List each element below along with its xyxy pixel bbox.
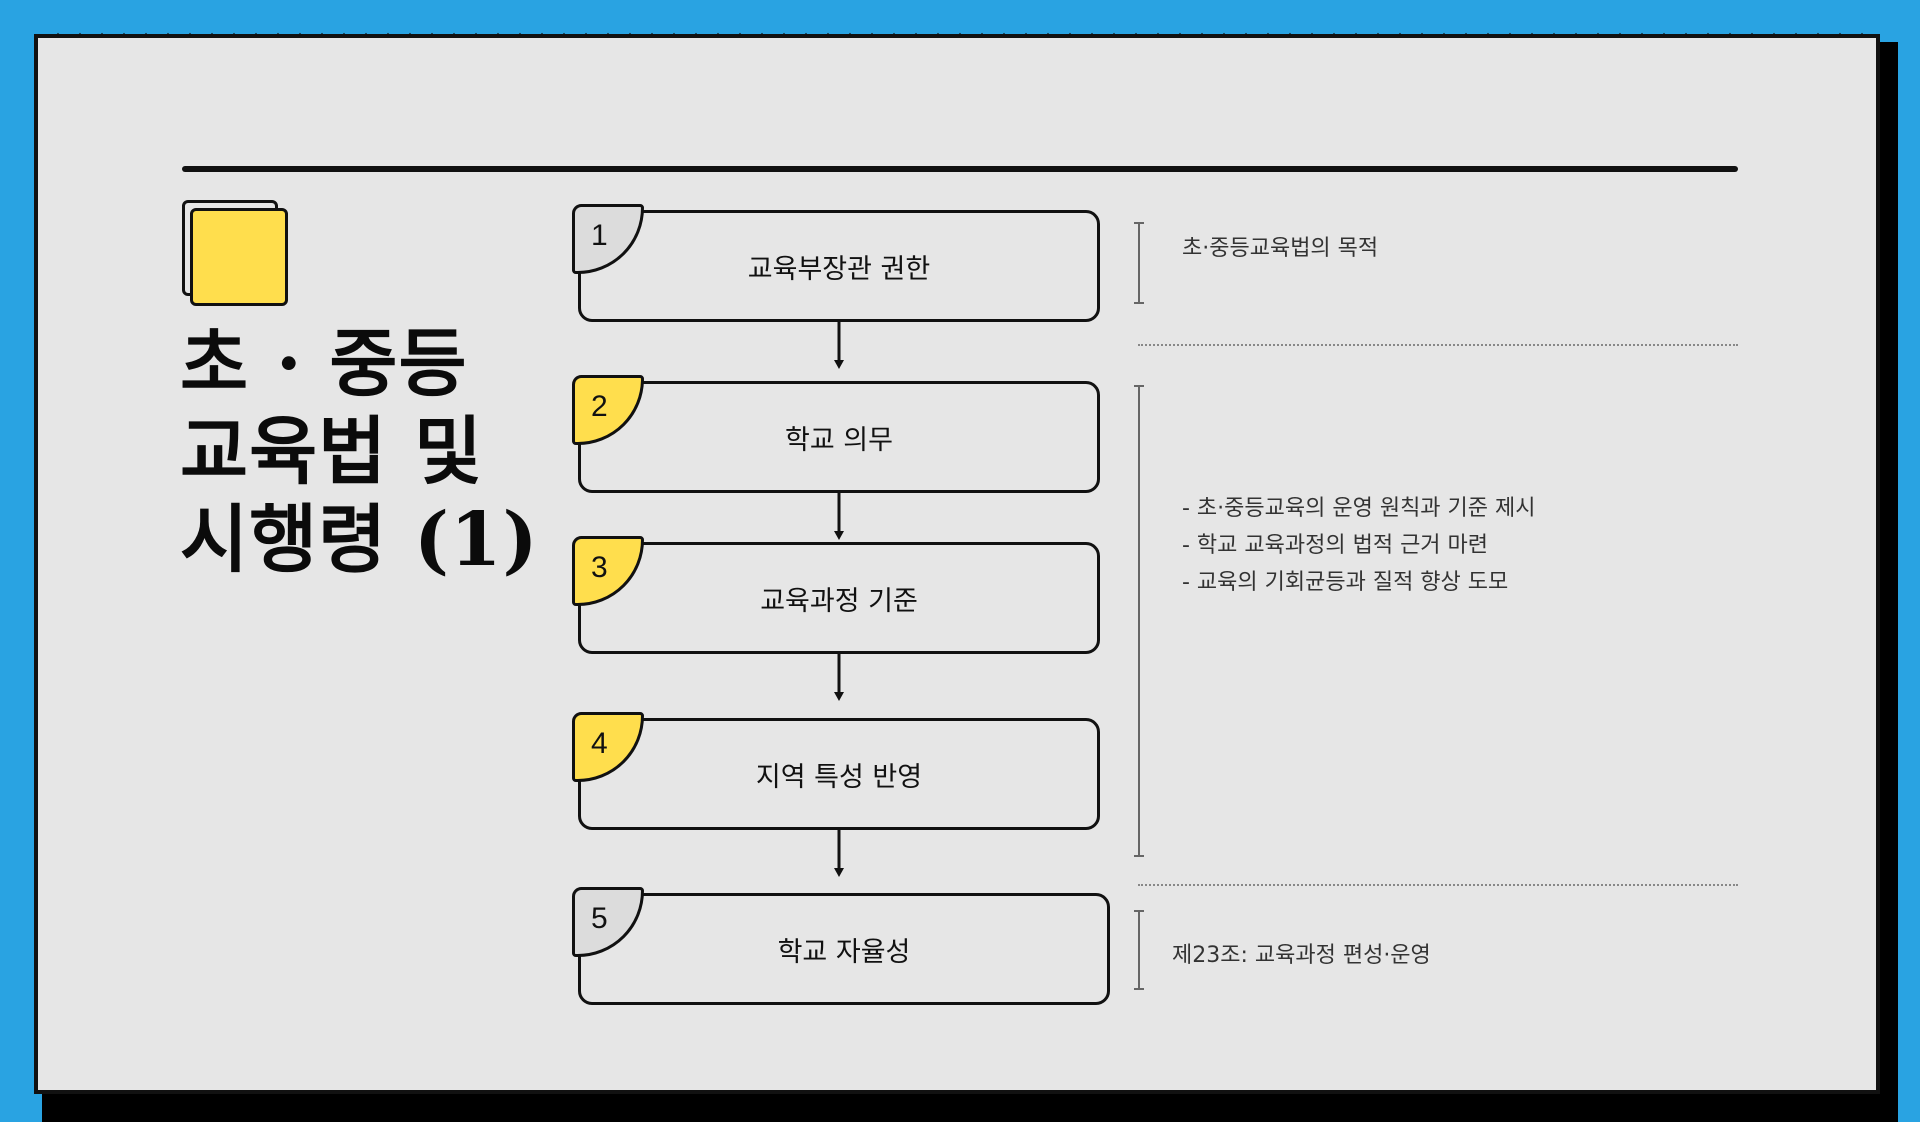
- step-label: 학교 의무: [785, 424, 893, 456]
- note-bracket-3: [1134, 910, 1144, 990]
- flow-step-5: 5 학교 자율성: [572, 887, 1110, 1005]
- flow-arrow-2: [834, 493, 844, 540]
- note-bracket-2: [1134, 385, 1144, 857]
- note-purpose: 초·중등교육법의 목적: [1182, 236, 1379, 261]
- flow-step-1: 1 교육부장관 권한: [572, 204, 1100, 322]
- title-square-icon: [182, 200, 288, 306]
- note-bullet: - 교육의 기회균등과 질적 향상 도모: [1182, 570, 1509, 595]
- note-bracket-1: [1134, 222, 1144, 304]
- note-bullet: - 학교 교육과정의 법적 근거 마련: [1182, 533, 1489, 558]
- flow-step-3: 3 교육과정 기준: [572, 536, 1100, 654]
- step-label: 교육과정 기준: [760, 585, 918, 617]
- flow-arrow-3: [834, 654, 844, 701]
- note-bullet: - 초·중등교육의 운영 원칙과 기준 제시: [1182, 496, 1536, 521]
- page-title: 초 · 중등 교육법 및 시행령 (1): [180, 321, 539, 583]
- top-rule: [182, 166, 1738, 172]
- flow-arrow-1: [834, 322, 844, 369]
- note-article: 제23조: 교육과정 편성·운영: [1172, 943, 1431, 968]
- flow-step-2: 2 학교 의무: [572, 375, 1100, 493]
- note-divider-2: [1138, 884, 1738, 886]
- flow-step-4: 4 지역 특성 반영: [572, 712, 1100, 830]
- step-label: 지역 특성 반영: [755, 761, 923, 793]
- note-divider-1: [1138, 344, 1738, 346]
- flow-arrow-4: [834, 830, 844, 877]
- step-label: 교육부장관 권한: [747, 253, 931, 285]
- step-label: 학교 자율성: [777, 936, 911, 968]
- note-bullet-list: - 초·중등교육의 운영 원칙과 기준 제시 - 학교 교육과정의 법적 근거 …: [1182, 490, 1536, 601]
